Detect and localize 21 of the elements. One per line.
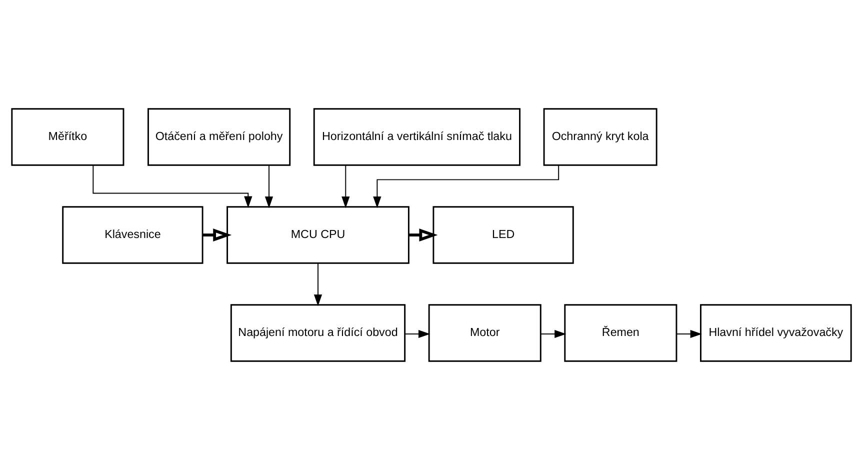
node-box: Hlavní hřídel vyvažovačky	[700, 304, 852, 362]
arrow	[676, 329, 702, 338]
node-box: Ochranný kryt kola	[543, 108, 658, 166]
arrow	[540, 329, 566, 338]
node-box: Měřítko	[11, 108, 124, 166]
arrow	[92, 164, 252, 208]
node-box: MCU CPU	[226, 206, 410, 264]
arrow	[373, 164, 560, 208]
node-box: Klávesnice	[62, 206, 204, 264]
arrow	[342, 164, 350, 208]
node-box: LED	[432, 206, 574, 264]
node-box: Motor	[428, 304, 542, 362]
node-box: Řemen	[564, 304, 678, 362]
node-box: Otáčení a měření polohy	[147, 108, 291, 166]
arrow	[202, 228, 232, 241]
arrow	[264, 164, 274, 208]
node-box: Napájení motoru a řídící obvod	[230, 304, 406, 362]
arrow	[314, 262, 322, 306]
arrow	[404, 329, 430, 338]
node-box: Horizontální a vertikální snímač tlaku	[313, 108, 521, 166]
arrow	[408, 228, 438, 241]
